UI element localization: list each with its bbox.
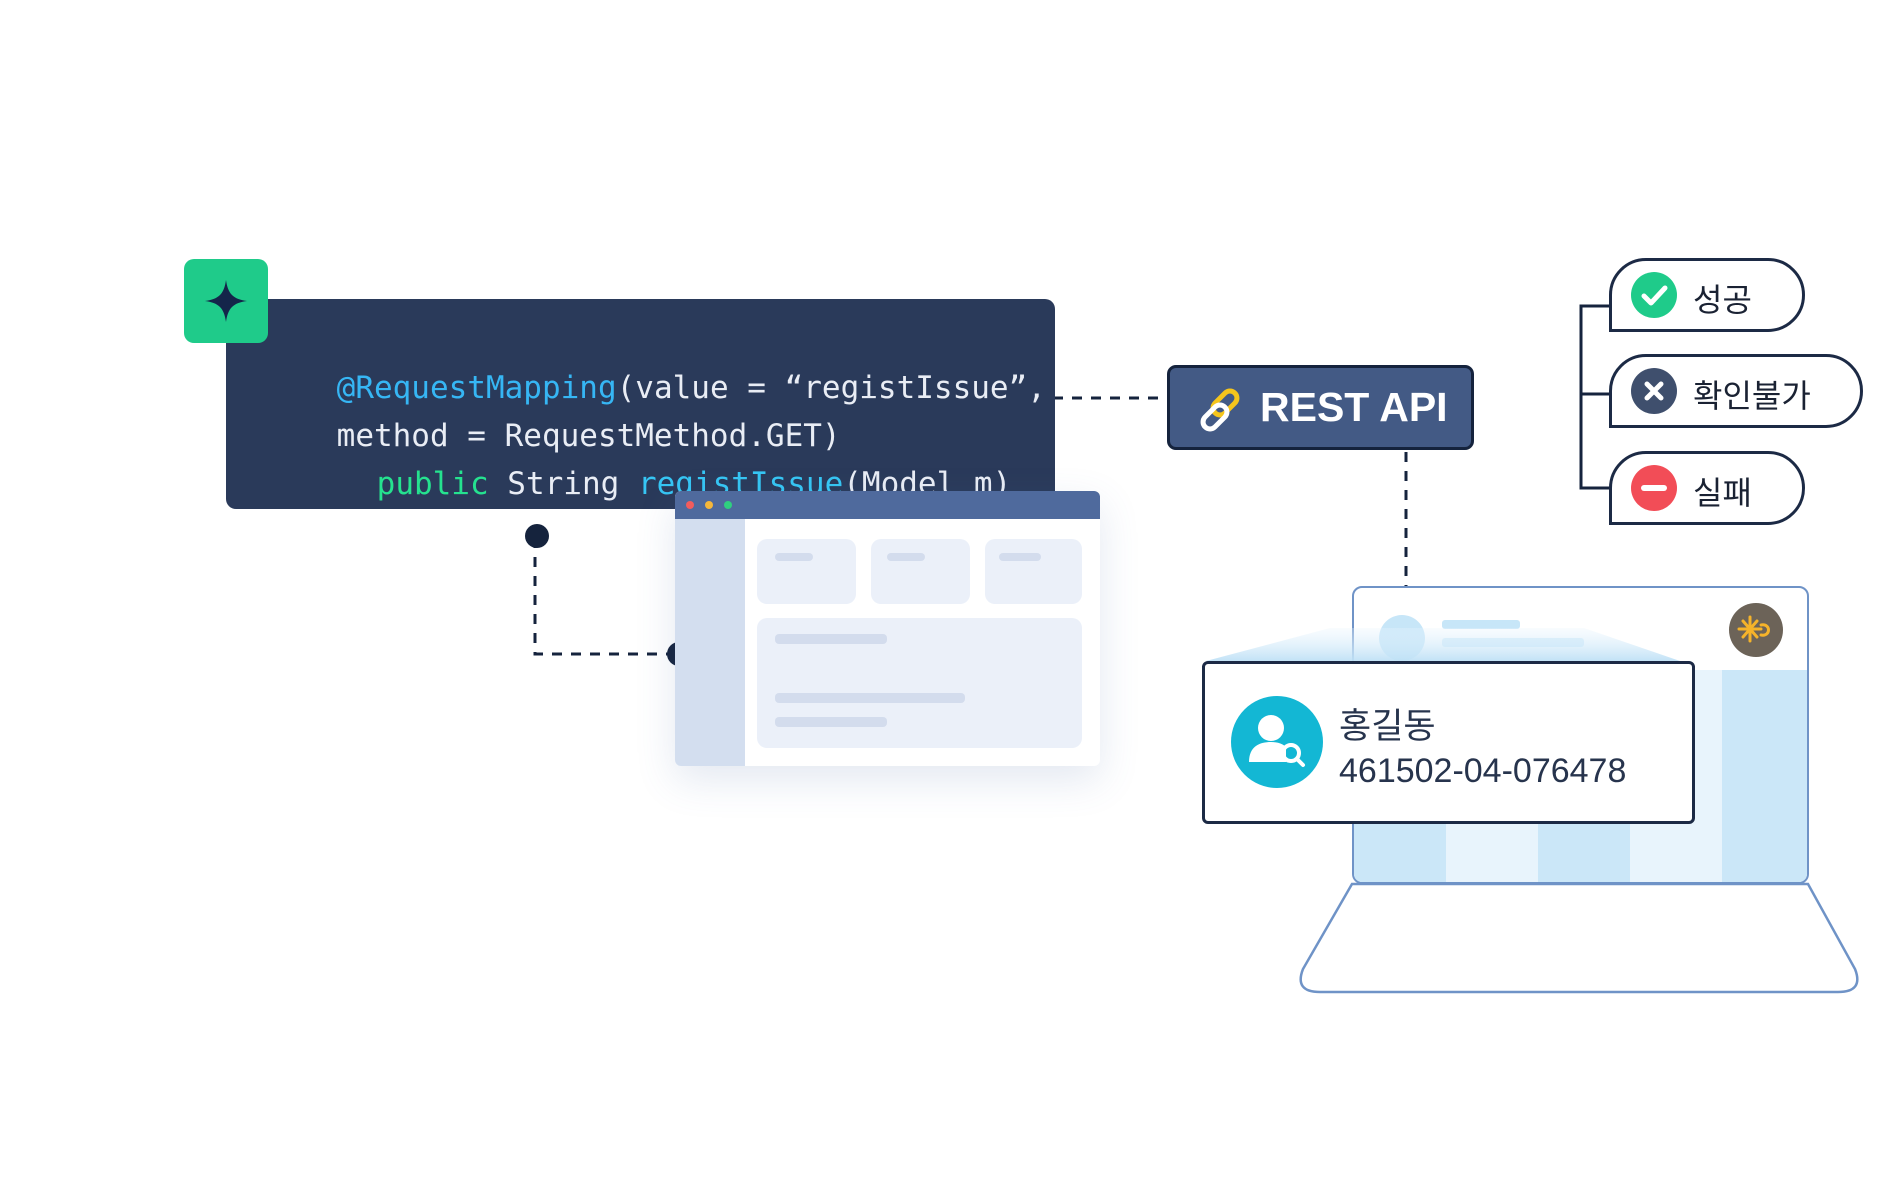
rest-api-label: REST API — [1260, 384, 1448, 430]
code-panel: @RequestMapping(value = “registIssue”, m… — [226, 299, 1055, 509]
status-label-success: 성공 — [1693, 281, 1752, 319]
account-number: 461502-04-076478 — [1339, 752, 1627, 790]
connector-dot-top — [525, 524, 549, 548]
account-profile-card: 홍길동 461502-04-076478 — [1202, 661, 1695, 824]
window-maximize-dot — [724, 501, 732, 509]
check-icon — [1631, 272, 1677, 318]
code-method-arg: method = RequestMethod.GET) — [336, 418, 841, 454]
code-line-1: @RequestMapping(value = “registIssue”, — [262, 342, 1046, 435]
rest-api-badge: REST API — [1167, 365, 1474, 450]
code-type: String — [488, 466, 638, 502]
account-holder-name: 홍길동 — [1339, 707, 1436, 747]
code-args: (value = “registIssue”, — [616, 370, 1046, 406]
browser-sidebar — [675, 519, 745, 766]
status-pill-success: 성공 — [1609, 258, 1805, 332]
window-minimize-dot — [705, 501, 713, 509]
user-search-icon — [1231, 696, 1323, 788]
ai-sparkle-badge — [184, 259, 268, 343]
sparkle-icon — [205, 280, 247, 322]
placeholder-panel — [757, 618, 1082, 748]
screen-text-placeholder — [1442, 620, 1520, 629]
minus-icon — [1631, 465, 1677, 511]
close-icon — [1631, 368, 1677, 414]
status-label-failure: 실패 — [1693, 474, 1752, 512]
browser-title-bar — [675, 491, 1100, 519]
code-line-2: method = RequestMethod.GET) — [262, 390, 841, 483]
status-label-unverifiable: 확인불가 — [1693, 377, 1811, 415]
status-pill-failure: 실패 — [1609, 451, 1805, 525]
window-close-dot — [686, 501, 694, 509]
placeholder-card-3 — [985, 539, 1082, 604]
browser-window-mock — [675, 491, 1100, 766]
code-annotation: @RequestMapping — [336, 370, 617, 406]
status-pill-unverifiable: 확인불가 — [1609, 354, 1863, 428]
code-keyword: public — [376, 466, 489, 502]
placeholder-card-2 — [871, 539, 970, 604]
link-icon — [1200, 388, 1240, 432]
bank-logo-icon — [1729, 603, 1783, 657]
placeholder-card-1 — [757, 539, 856, 604]
